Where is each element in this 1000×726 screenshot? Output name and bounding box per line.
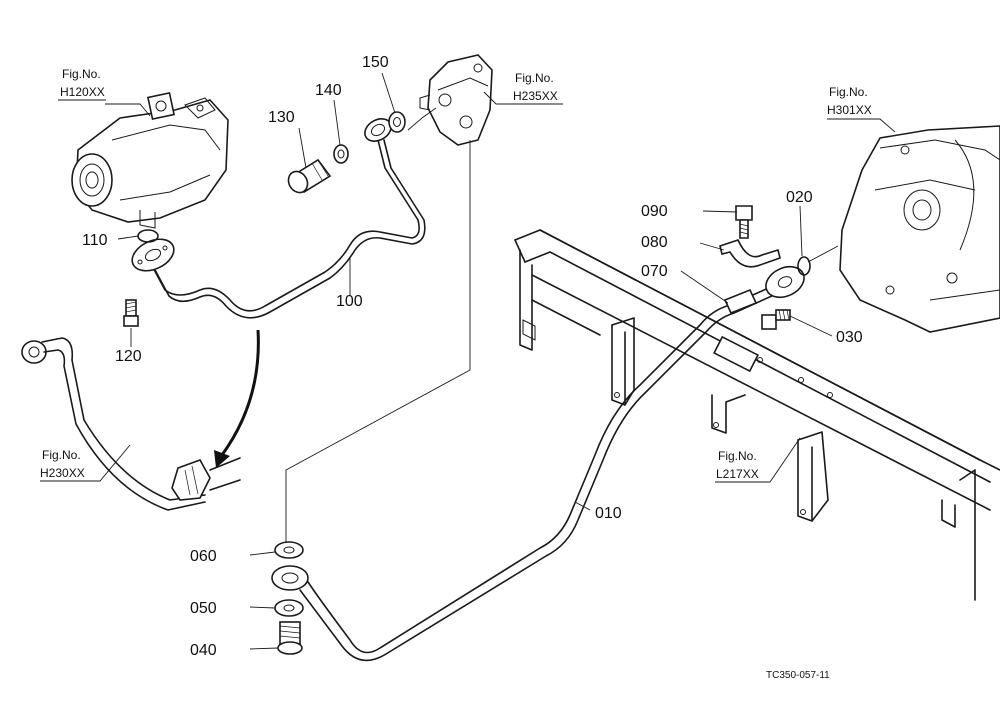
fig-ref-h120: Fig.No. H120XX bbox=[58, 67, 106, 101]
fig-ref-h230: Fig.No. H230XX bbox=[40, 448, 100, 482]
callout-090: 090 bbox=[641, 203, 668, 220]
fig-ref-l217: Fig.No. L217XX bbox=[715, 449, 770, 483]
callout-020: 020 bbox=[786, 189, 813, 206]
bolt-120 bbox=[123, 299, 139, 327]
svg-text:H120XX: H120XX bbox=[60, 85, 105, 99]
pipe-flange-right bbox=[765, 265, 805, 299]
hydraulic-pump bbox=[71, 92, 229, 229]
drawing-code: TC350-057-11 bbox=[766, 670, 830, 681]
transmission-housing bbox=[839, 125, 1000, 333]
callout-060: 060 bbox=[190, 548, 217, 565]
callout-120: 120 bbox=[115, 348, 142, 365]
pipe-h230 bbox=[21, 337, 241, 511]
pump-flange bbox=[131, 238, 175, 272]
control-valve bbox=[419, 54, 493, 146]
washer-140 bbox=[333, 144, 349, 164]
svg-text:Fig.No.: Fig.No. bbox=[718, 449, 757, 463]
washer-060 bbox=[274, 541, 304, 559]
callout-labels: 010 020 030 040 050 060 070 080 090 100 … bbox=[82, 54, 863, 659]
o-ring-110 bbox=[137, 229, 159, 243]
callout-080: 080 bbox=[641, 234, 668, 251]
callout-010: 010 bbox=[595, 505, 622, 522]
callout-100: 100 bbox=[336, 293, 363, 310]
banjo-bolt-130 bbox=[287, 158, 332, 194]
banjo-bolt-040 bbox=[277, 621, 303, 655]
svg-text:Fig.No.: Fig.No. bbox=[42, 448, 81, 462]
fig-ref-h301: Fig.No. H301XX bbox=[827, 85, 878, 120]
clamp-080 bbox=[719, 239, 781, 268]
callout-130: 130 bbox=[268, 109, 295, 126]
svg-text:L217XX: L217XX bbox=[716, 467, 759, 481]
svg-text:H235XX: H235XX bbox=[513, 89, 558, 103]
svg-text:H230XX: H230XX bbox=[40, 466, 85, 480]
sleeve-070 bbox=[723, 288, 758, 315]
washer-050 bbox=[274, 599, 304, 617]
callout-110: 110 bbox=[82, 232, 108, 249]
svg-text:Fig.No.: Fig.No. bbox=[62, 67, 101, 81]
callout-030: 030 bbox=[836, 329, 863, 346]
washer-150 bbox=[388, 111, 406, 133]
callout-150: 150 bbox=[362, 54, 389, 71]
pipe-010 bbox=[271, 282, 784, 662]
callout-070: 070 bbox=[641, 263, 668, 280]
o-ring-020 bbox=[797, 256, 811, 276]
frame-bracket bbox=[514, 229, 1000, 601]
callout-040: 040 bbox=[190, 642, 217, 659]
svg-text:H301XX: H301XX bbox=[827, 103, 872, 117]
callout-140: 140 bbox=[315, 82, 342, 99]
assembly-arrow bbox=[214, 329, 260, 468]
bolt-030 bbox=[761, 309, 791, 330]
bolt-090 bbox=[735, 205, 753, 239]
fig-ref-h235: Fig.No. H235XX bbox=[512, 71, 563, 105]
svg-text:Fig.No.: Fig.No. bbox=[829, 85, 868, 99]
callout-050: 050 bbox=[190, 600, 217, 617]
svg-text:Fig.No.: Fig.No. bbox=[515, 71, 554, 85]
pipe-100 bbox=[149, 118, 426, 319]
